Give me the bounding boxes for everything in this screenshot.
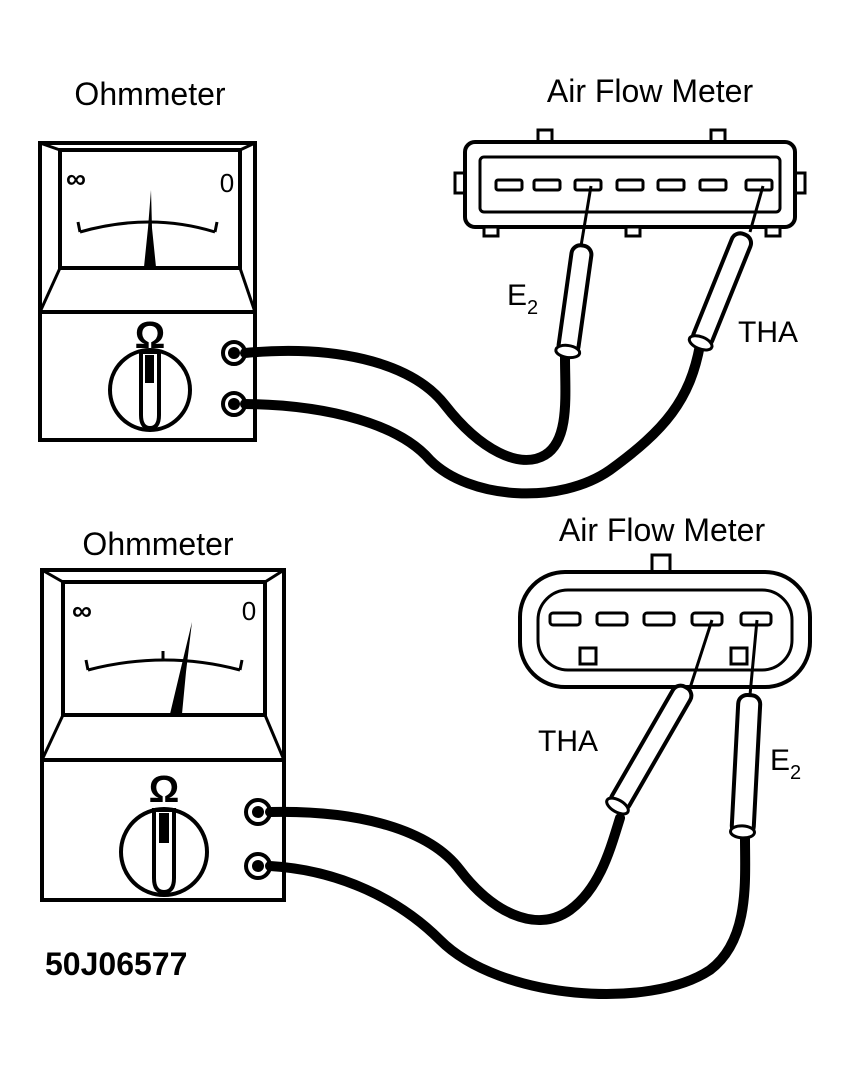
air-flow-meter-label: Air Flow Meter [547,73,754,109]
figure-id: 50J06577 [45,946,187,982]
air-flow-meter-connector [453,128,807,238]
test-lead-e2 [240,346,571,465]
probe-label-e2: E2 [770,744,801,784]
ohm-symbol: Ω [149,769,179,811]
ohmmeter-label: Ohmmeter [74,76,225,112]
meter-scale-arc [87,658,241,672]
probe-tha [605,619,714,816]
meter-needle [170,622,192,714]
probe-e2 [729,619,763,840]
probe-label-tha: THA [538,725,598,758]
probe-label-tha: THA [738,316,798,349]
probe-label-e2: E2 [507,279,538,319]
top-panel: Ohmmeter Air Flow Meter ∞ 0 Ω [38,73,807,499]
meter-needle [144,190,156,267]
test-lead-tha [265,806,625,925]
zero-mark: 0 [242,596,256,626]
zero-mark: 0 [220,168,234,198]
connector-pins [494,178,774,192]
air-flow-meter-connector [518,553,812,689]
probe-tha [687,185,765,352]
test-lead-tha [240,340,705,499]
ohmmeter: ∞ 0 Ω [40,568,286,902]
connector-pins [548,611,773,627]
test-lead-e2 [265,833,751,999]
meter-dial-window [61,580,267,717]
infinity-mark: ∞ [72,595,92,626]
infinity-mark: ∞ [66,163,86,194]
probe-e2 [554,185,594,360]
air-flow-meter-label: Air Flow Meter [559,512,766,548]
ohmmeter-label: Ohmmeter [82,526,233,562]
ohmmeter: ∞ 0 Ω [38,141,257,442]
bottom-panel: Ohmmeter Air Flow Meter ∞ 0 Ω [40,512,812,999]
